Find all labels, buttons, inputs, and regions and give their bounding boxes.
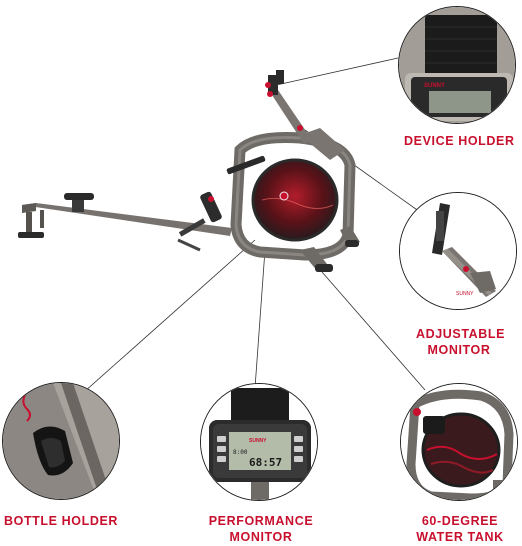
monitor-arm-icon: SUNNY — [400, 193, 516, 309]
console-small-readout: 8:00 — [233, 449, 248, 456]
callout-leader-lines — [74, 57, 426, 401]
rower-front-legs — [300, 226, 360, 272]
monitor-arm-logo: SUNNY — [456, 291, 474, 297]
performance-monitor-label-line2: MONITOR — [229, 530, 293, 544]
device-holder-label: DEVICE HOLDER — [404, 134, 515, 148]
device-holder-closeup: SUNNY — [398, 6, 516, 124]
bottle-holder-closeup — [2, 382, 120, 500]
water-tank-label: 60-DEGREE WATER TANK — [405, 513, 515, 545]
device-holder-icon: SUNNY — [399, 7, 515, 123]
bottle-cage-icon — [3, 383, 119, 499]
adjustable-monitor-label-line1: ADJUSTABLE — [416, 327, 506, 341]
device-holder-logo: SUNNY — [424, 83, 445, 89]
console-main-readout: 68:57 — [249, 456, 282, 469]
water-tank-closeup — [400, 383, 518, 501]
monitor-arm — [265, 70, 345, 160]
performance-monitor-closeup: SUNNY 68:57 8:00 — [200, 383, 318, 501]
rower-handle — [208, 155, 266, 202]
water-tank — [251, 158, 339, 242]
bottle-holder-label: BOTTLE HOLDER — [4, 514, 119, 528]
adjustable-monitor-label-line2: MONITOR — [427, 343, 491, 357]
performance-monitor-label: PERFORMANCE MONITOR — [206, 513, 316, 545]
lcd-console-icon: SUNNY 68:57 8:00 — [201, 384, 317, 500]
console-logo: SUNNY — [249, 438, 267, 444]
water-tank-label-line2: WATER TANK — [416, 530, 504, 544]
water-tank-icon — [401, 384, 517, 500]
adjustable-monitor-label: ADJUSTABLE MONITOR — [416, 326, 506, 358]
adjustable-monitor-closeup: SUNNY — [399, 192, 517, 310]
rower-frame — [230, 132, 356, 261]
water-tank-label-line1: 60-DEGREE — [421, 514, 499, 528]
rower-seat — [64, 193, 94, 212]
performance-monitor-label-line1: PERFORMANCE — [208, 514, 314, 528]
rower-footrests — [177, 191, 222, 252]
